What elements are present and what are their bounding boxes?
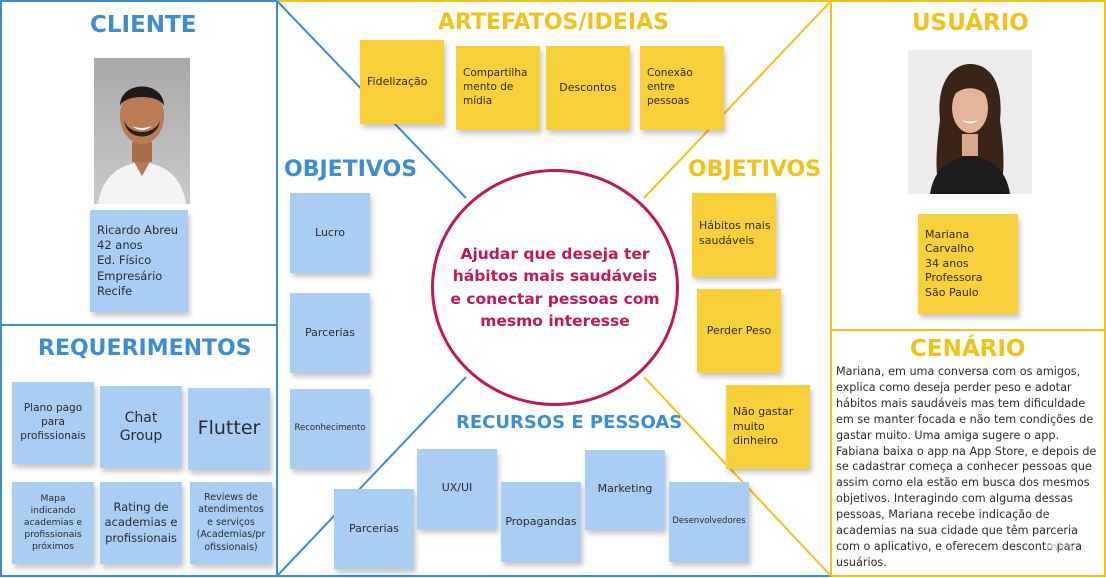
requerimento-note: Mapa indicando academias e profissionais… [12, 482, 94, 564]
artefato-note: Conexão entre pessoas [640, 46, 724, 130]
artefato-note-text: Descontos [559, 80, 617, 94]
recurso-note: Marketing [585, 450, 665, 530]
objetivo-left-note: Lucro [290, 193, 370, 273]
objetivos-right-heading: OBJETIVOS [688, 157, 822, 182]
recurso-note-text: Propagandas [505, 514, 577, 528]
recurso-note: Parcerias [334, 489, 414, 569]
artefatos-heading: ARTEFATOS/IDEIAS [438, 10, 669, 35]
usuario-info-note: Mariana Carvalho 34 anos Professora São … [918, 214, 1018, 314]
recurso-note-text: Parcerias [348, 521, 400, 535]
objetivo-right-note-text: Perder Peso [706, 323, 772, 337]
requerimento-note: Plano pago para profissionais [12, 382, 94, 464]
requerimento-note: Chat Group [100, 386, 182, 468]
artefato-note: Fidelização [360, 40, 444, 124]
woman-portrait-photo [908, 50, 1032, 194]
requerimento-note: Rating de academias e profissionais [100, 482, 182, 564]
cenario-heading: CENÁRIO [910, 336, 1026, 362]
requerimento-note-text: Mapa indicando academias e profissionais… [23, 492, 83, 553]
miro-watermark: miro [1046, 540, 1074, 554]
requerimento-note-text: Reviews de atendimentos e serviços (Acad… [196, 491, 266, 553]
artefato-note-text: Compartilha mento de mídia [463, 67, 528, 107]
usuario-heading: USUÁRIO [912, 10, 1029, 36]
requerimento-note-text: Plano pago para profissionais [20, 402, 86, 442]
usuario-info-text: Mariana Carvalho 34 anos Professora São … [925, 227, 983, 299]
requerimento-note-text: Chat Group [119, 409, 163, 444]
objetivo-right-note: Hábitos mais saudáveis [692, 193, 776, 277]
requerimento-note-text: Rating de academias e profissionais [104, 500, 178, 545]
objetivo-left-note: Reconhecimento [290, 389, 370, 469]
cliente-info-note: Ricardo Abreu 42 anos Ed. Físico Empresá… [90, 210, 188, 312]
requerimento-note: Flutter [188, 388, 270, 470]
artefato-note-text: Fidelização [367, 74, 428, 88]
artefato-note: Descontos [546, 46, 630, 130]
artefato-note: Compartilha mento de mídia [456, 46, 540, 130]
recurso-note-text: UX/UI [441, 481, 473, 494]
objetivo-left-note-text: Lucro [315, 225, 345, 239]
objetivo-left-note-text: Reconhecimento [294, 423, 366, 434]
central-goal-text: Ajudar que deseja ter hábitos mais saudá… [450, 244, 660, 330]
requerimento-note-text: Flutter [197, 417, 261, 440]
cliente-heading: CLIENTE [90, 12, 197, 38]
objetivo-left-note: Parcerias [290, 293, 370, 373]
requerimentos-heading: REQUERIMENTOS [38, 336, 252, 361]
recurso-note-text: Marketing [597, 482, 653, 495]
man-portrait-photo [94, 58, 190, 204]
objetivo-right-note: Perder Peso [697, 289, 781, 373]
recurso-note: UX/UI [417, 449, 497, 529]
recurso-note: Propagandas [501, 482, 581, 562]
recursos-heading: RECURSOS E PESSOAS [456, 412, 683, 433]
recurso-note-text: Desenvolvedores [672, 516, 746, 527]
cenario-text: Mariana, em uma conversa com os amigos, … [836, 365, 1097, 569]
objetivo-right-note-text: Hábitos mais saudáveis [699, 219, 771, 247]
objetivo-left-note-text: Parcerias [304, 325, 356, 339]
central-goal-circle: Ajudar que deseja ter hábitos mais saudá… [431, 169, 679, 406]
requerimento-note: Reviews de atendimentos e serviços (Acad… [190, 482, 272, 564]
objetivos-left-heading: OBJETIVOS [284, 157, 418, 182]
artefato-note-text: Conexão entre pessoas [647, 67, 693, 107]
cliente-info-text: Ricardo Abreu 42 anos Ed. Físico Empresá… [97, 223, 179, 298]
objetivo-right-note: Não gastar muito dinheiro [726, 385, 810, 469]
objetivo-right-note-text: Não gastar muito dinheiro [733, 405, 794, 448]
recurso-note: Desenvolvedores [669, 482, 749, 562]
